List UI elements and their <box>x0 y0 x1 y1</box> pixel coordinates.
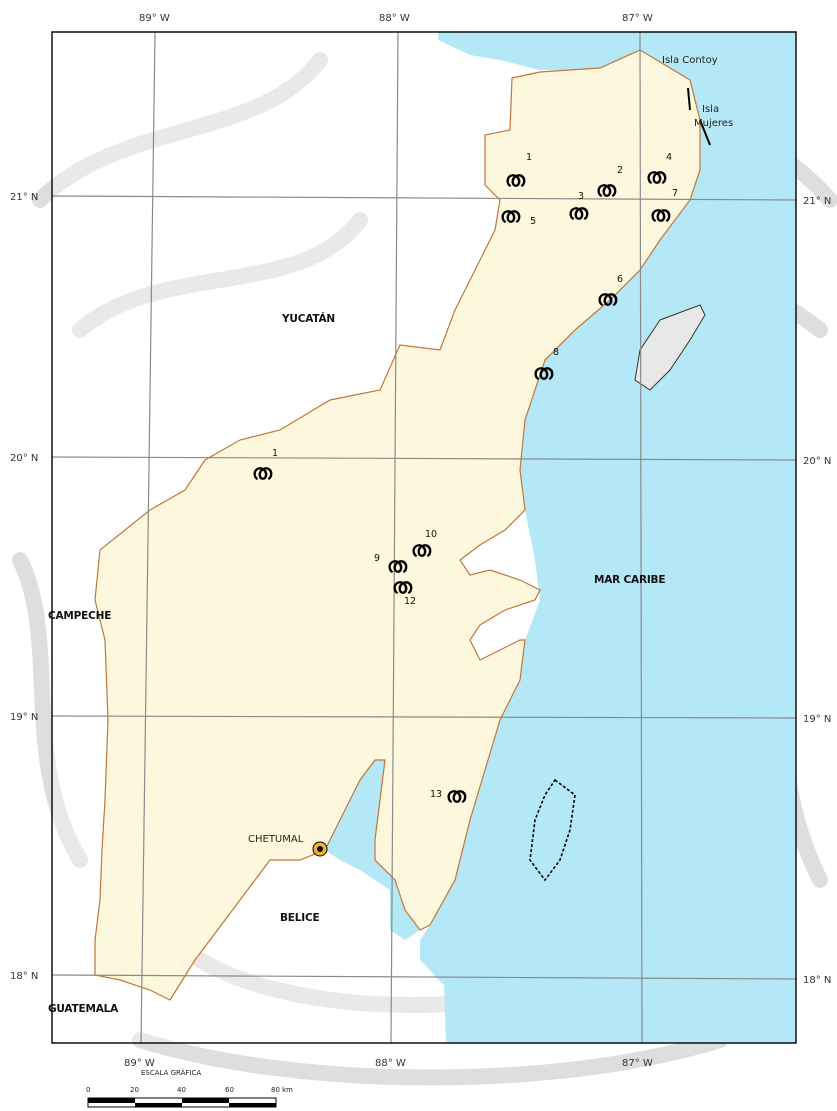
scale-tick-0: 0 <box>86 1086 90 1094</box>
site-number: 5 <box>530 216 536 227</box>
archaeological-site-icon: ത <box>597 286 618 310</box>
chetumal-capital-icon <box>312 841 328 857</box>
caribbean-sea <box>420 32 796 1043</box>
site-number: 7 <box>672 188 678 199</box>
lon-top-87: 87° W <box>622 13 653 24</box>
scale-tick-40: 40 <box>177 1086 186 1094</box>
lat-right-21: 21° N <box>803 196 831 207</box>
archaeological-site-icon: ത <box>505 167 526 191</box>
archaeological-site-icon: ത <box>646 164 667 188</box>
site-number: 9 <box>374 553 380 564</box>
lat-left-19: 19° N <box>10 712 38 723</box>
region-yucatan: YUCATÁN <box>281 312 335 325</box>
archaeological-site-icon: ത <box>392 574 413 598</box>
site-number: 12 <box>404 596 416 607</box>
region-belice: BELICE <box>280 912 319 924</box>
region-guatemala: GUATEMALA <box>48 1003 119 1015</box>
graticule <box>51 31 797 1044</box>
site-number: 1 <box>526 152 532 163</box>
archaeological-site-icon: ത <box>252 460 273 484</box>
archaeological-site-icon: ത <box>446 783 467 807</box>
region-campeche: CAMPECHE <box>48 610 111 622</box>
archaeological-site-icon: ത <box>387 553 408 577</box>
lon-top-88: 88° W <box>379 13 410 24</box>
archaeological-site-icon: ത <box>650 202 671 226</box>
lat-right-19: 19° N <box>803 714 831 725</box>
scale-tick-20: 20 <box>130 1086 139 1094</box>
place-contoy: Isla Contoy <box>662 55 718 66</box>
scale-tick-80: 80 km <box>271 1086 293 1094</box>
sites-layer: 1 ത 2 ത 3 ത 4 ത 5 ത 6 ത 7 ത 8 ത 1 ത 10 ത… <box>252 152 678 807</box>
site-number: 10 <box>425 529 437 540</box>
region-sea: MAR CARIBE <box>594 574 665 586</box>
map-frame <box>51 31 797 1044</box>
site-number: 4 <box>666 152 672 163</box>
site-number: 13 <box>430 789 442 800</box>
lat-left-21: 21° N <box>10 192 38 203</box>
scale-bar: ESCALA GRÁFICA 0 20 40 60 80 km <box>86 1068 293 1108</box>
scale-tick-60: 60 <box>225 1086 234 1094</box>
place-mujeres-2: Mujeres <box>694 118 733 129</box>
isla-contoy <box>687 87 691 111</box>
site-number: 8 <box>553 347 559 358</box>
place-chetumal: CHETUMAL <box>248 834 304 845</box>
site-number: 2 <box>617 165 623 176</box>
archaeological-site-icon: ത <box>533 360 554 384</box>
lat-right-18: 18° N <box>803 975 831 986</box>
quintana-roo <box>94 49 701 1001</box>
archaeological-site-icon: ത <box>568 200 589 224</box>
lon-bottom-87: 87° W <box>622 1058 653 1069</box>
site-number: 1 <box>272 448 278 459</box>
lat-left-18: 18° N <box>10 971 38 982</box>
isla-cozumel <box>634 304 706 391</box>
place-mujeres-1: Isla <box>702 104 719 115</box>
lon-bottom-89: 89° W <box>124 1058 155 1069</box>
scale-title: ESCALA GRÁFICA <box>141 1068 201 1077</box>
site-number: 3 <box>578 191 584 202</box>
lat-left-20: 20° N <box>10 453 38 464</box>
chetumal-bay <box>325 760 420 940</box>
site-number: 6 <box>617 274 623 285</box>
lon-top-89: 89° W <box>139 13 170 24</box>
archaeological-site-icon: ത <box>500 203 521 227</box>
lon-bottom-88: 88° W <box>375 1058 406 1069</box>
banco-chinchorro <box>529 778 576 882</box>
isla-mujeres <box>699 119 711 146</box>
archaeological-site-icon: ത <box>596 177 617 201</box>
archaeological-site-icon: ത <box>411 537 432 561</box>
lat-right-20: 20° N <box>803 456 831 467</box>
